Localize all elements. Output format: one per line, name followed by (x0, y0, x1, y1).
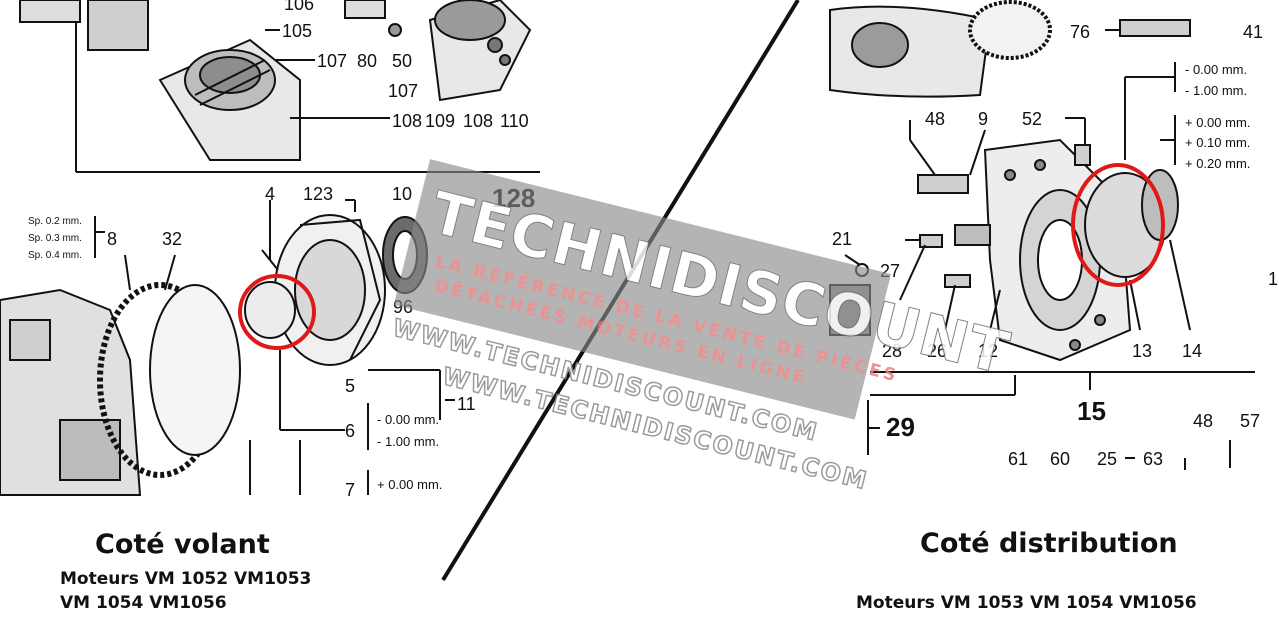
seal-ring (149, 284, 241, 456)
part-label: 12 (978, 341, 998, 361)
part-label: 61 (1008, 449, 1028, 469)
part-label: 4 (265, 184, 275, 204)
part-label: 25 (1097, 449, 1117, 469)
part-label: 9 (978, 109, 988, 129)
part-label: 108 (463, 111, 493, 131)
part-label: 109 (425, 111, 455, 131)
bracket-part (87, 0, 149, 51)
part-label: 10 (392, 184, 412, 204)
part-label: 13 (1132, 341, 1152, 361)
part-label: 21 (832, 229, 852, 249)
part-label: 57 (1240, 411, 1260, 431)
part-label: 11 (457, 394, 476, 414)
tolerance-value: + 0.10 mm. (1185, 135, 1250, 150)
part-label: 123 (303, 184, 333, 204)
thickness-option: Sp. 0.3 mm. (28, 233, 82, 244)
engine-block (0, 288, 142, 496)
highlight-circle-right (1071, 163, 1165, 287)
bearing-housing (274, 214, 386, 366)
part-label: 7 (345, 480, 355, 500)
part-label: 1 (1268, 269, 1278, 289)
part-label: 108 (392, 111, 422, 131)
left-caption-title: Coté volant (95, 529, 270, 560)
section-ref-label: 15 (1077, 396, 1106, 426)
part-label: 63 (1143, 449, 1163, 469)
part-label: 106 (284, 0, 314, 14)
tolerance-value: + 0.20 mm. (1185, 156, 1250, 171)
tolerance-value: - 1.00 mm. (377, 434, 439, 449)
timing-gear (968, 0, 1052, 60)
part-label: 50 (392, 51, 412, 71)
bolt-48 (917, 174, 969, 194)
right-caption-title: Coté distribution (920, 528, 1178, 559)
part-label: 26 (927, 341, 947, 361)
tolerance-value: - 0.00 mm. (377, 412, 439, 427)
tolerance-value: + 0.00 mm. (1185, 115, 1250, 130)
part-label: 107 (317, 51, 347, 71)
left-caption-models-2: VM 1054 VM1056 (60, 593, 227, 613)
part-label: 6 (345, 421, 355, 441)
tolerance-value: - 0.00 mm. (1185, 62, 1247, 77)
pin-27 (919, 234, 943, 248)
watermark-banner (393, 159, 891, 420)
bracket-part (344, 0, 386, 19)
highlight-circle-left (238, 274, 316, 350)
engine-mount-right (428, 0, 532, 102)
bracket-part (19, 0, 81, 23)
watermark: TECHNIDISCOUNT LA RÉFÉRENCE DE LA VENTE … (389, 159, 1017, 496)
part-label: 48 (1193, 411, 1213, 431)
section-ref-label: 29 (886, 412, 915, 442)
part-label: 105 (282, 21, 312, 41)
part-label: 8 (107, 229, 117, 249)
part-label: 52 (1022, 109, 1042, 129)
stud-26 (944, 274, 971, 288)
part-label: 5 (345, 376, 355, 396)
part-label: 14 (1182, 341, 1202, 361)
thickness-option: Sp. 0.2 mm. (28, 216, 82, 227)
left-diagram (0, 0, 540, 496)
part-label: 32 (162, 229, 182, 249)
right-caption-models: Moteurs VM 1053 VM 1054 VM1056 (856, 593, 1197, 613)
part-label: 41 (1243, 22, 1263, 42)
right-labels: 76 41 - 0.00 mm. - 1.00 mm. + 0.00 mm. +… (832, 22, 1278, 469)
thrust-washer (244, 281, 296, 339)
part-label: 28 (882, 341, 902, 361)
part-label: 110 (500, 111, 529, 131)
right-diagram (829, 0, 1255, 470)
part-label: 60 (1050, 449, 1070, 469)
part-label: 107 (388, 81, 418, 101)
tolerance-value: + 0.00 mm. (377, 477, 442, 492)
left-caption-models-1: Moteurs VM 1052 VM1053 (60, 569, 312, 589)
tolerance-value: - 1.00 mm. (1185, 83, 1247, 98)
engine-mount-left (158, 38, 301, 161)
bolt-76 (1119, 19, 1191, 37)
part-label: 76 (1070, 22, 1090, 42)
drive-shaft (954, 224, 991, 246)
thickness-option: Sp. 0.4 mm. (28, 250, 82, 261)
part-label: 80 (357, 51, 377, 71)
part-label: 48 (925, 109, 945, 129)
pin-52 (1074, 144, 1091, 166)
